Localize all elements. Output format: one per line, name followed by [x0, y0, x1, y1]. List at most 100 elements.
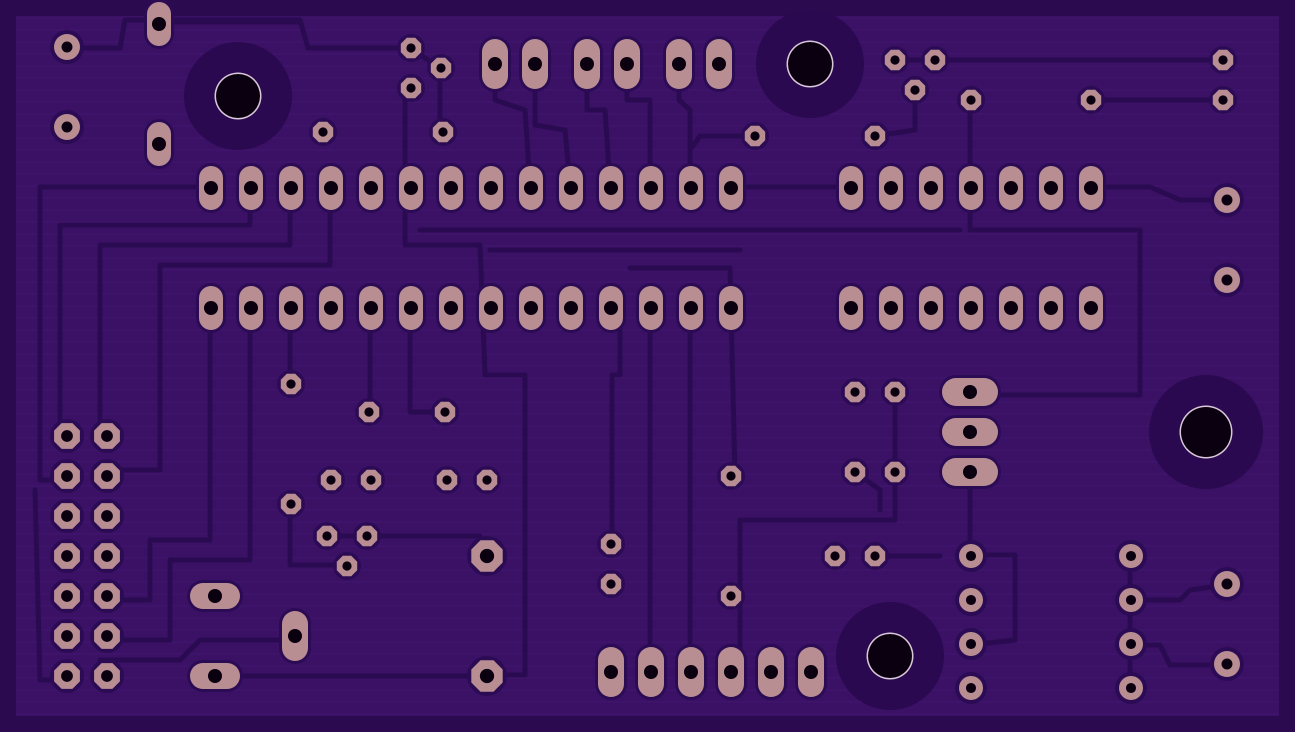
ic-pin — [596, 283, 626, 333]
header-pin — [50, 659, 84, 693]
ic-pin — [236, 283, 266, 333]
ic-pin — [956, 163, 986, 213]
ic-pin — [436, 283, 466, 333]
header-pin — [90, 539, 124, 573]
via — [313, 522, 341, 550]
via — [429, 118, 457, 146]
via — [841, 458, 869, 486]
via — [309, 118, 337, 146]
ic-pin — [916, 163, 946, 213]
via — [427, 54, 455, 82]
round-pad — [1210, 183, 1244, 217]
round-pad — [955, 672, 987, 704]
header-pin — [635, 644, 667, 700]
header-pin — [755, 644, 787, 700]
via — [277, 490, 305, 518]
header-pin — [715, 644, 747, 700]
via — [717, 462, 745, 490]
header-pin — [519, 36, 551, 92]
ic-pin — [396, 163, 426, 213]
round-pad — [1210, 567, 1244, 601]
ic-pin — [1076, 163, 1106, 213]
round-pad — [1115, 628, 1147, 660]
via — [881, 46, 909, 74]
ic-pin — [436, 163, 466, 213]
ic-pin — [396, 283, 426, 333]
via — [277, 370, 305, 398]
round-pad — [1115, 584, 1147, 616]
header-pin — [675, 644, 707, 700]
header-pin — [50, 619, 84, 653]
ic-pin — [356, 163, 386, 213]
round-pad — [1115, 540, 1147, 572]
ic-pin — [916, 283, 946, 333]
ic-pin — [196, 163, 226, 213]
via — [597, 530, 625, 558]
oval-pad — [187, 580, 243, 612]
ic-pin — [556, 283, 586, 333]
round-pad — [955, 584, 987, 616]
ic-pin — [876, 163, 906, 213]
via — [841, 378, 869, 406]
via — [1209, 46, 1237, 74]
round-pad — [1115, 672, 1147, 704]
ic-pin — [476, 283, 506, 333]
mounting-hole — [836, 602, 944, 710]
oct-pad — [467, 656, 507, 696]
via — [433, 466, 461, 494]
header-pin — [571, 36, 603, 92]
ic-pin — [236, 163, 266, 213]
header-pin — [90, 459, 124, 493]
ic-pin — [836, 283, 866, 333]
header-pin — [90, 579, 124, 613]
oval-pad — [144, 119, 174, 169]
ic-pin — [276, 163, 306, 213]
ic-pin — [676, 283, 706, 333]
header-pin — [50, 579, 84, 613]
header-pin — [90, 659, 124, 693]
ic-pin — [676, 163, 706, 213]
round-pad — [955, 628, 987, 660]
via — [717, 582, 745, 610]
ic-pin — [1036, 163, 1066, 213]
via — [921, 46, 949, 74]
header-pin — [795, 644, 827, 700]
oct-pad — [467, 536, 507, 576]
ic-pin — [836, 163, 866, 213]
oval-pad — [279, 608, 311, 664]
ic-pin — [956, 283, 986, 333]
header-pin — [50, 539, 84, 573]
via — [957, 86, 985, 114]
header-pin — [90, 499, 124, 533]
ic-pin — [716, 283, 746, 333]
ic-pin — [356, 283, 386, 333]
oval-pad — [939, 455, 1001, 489]
via — [861, 542, 889, 570]
via — [1209, 86, 1237, 114]
via — [861, 122, 889, 150]
via — [881, 378, 909, 406]
via — [333, 552, 361, 580]
header-pin — [663, 36, 695, 92]
ic-pin — [316, 283, 346, 333]
ic-pin — [196, 283, 226, 333]
ic-pin — [636, 283, 666, 333]
via — [397, 34, 425, 62]
ic-pin — [716, 163, 746, 213]
mounting-holes — [184, 10, 1263, 710]
via — [597, 570, 625, 598]
via — [397, 74, 425, 102]
via — [353, 522, 381, 550]
ic-pin — [876, 283, 906, 333]
round-pad — [50, 30, 84, 64]
header-pin — [90, 419, 124, 453]
ic-pin — [636, 163, 666, 213]
oval-pad — [144, 0, 174, 49]
header-pin — [703, 36, 735, 92]
round-pad — [50, 110, 84, 144]
via — [821, 542, 849, 570]
header-pin — [595, 644, 627, 700]
ic-pin — [1076, 283, 1106, 333]
ic-pin — [996, 283, 1026, 333]
